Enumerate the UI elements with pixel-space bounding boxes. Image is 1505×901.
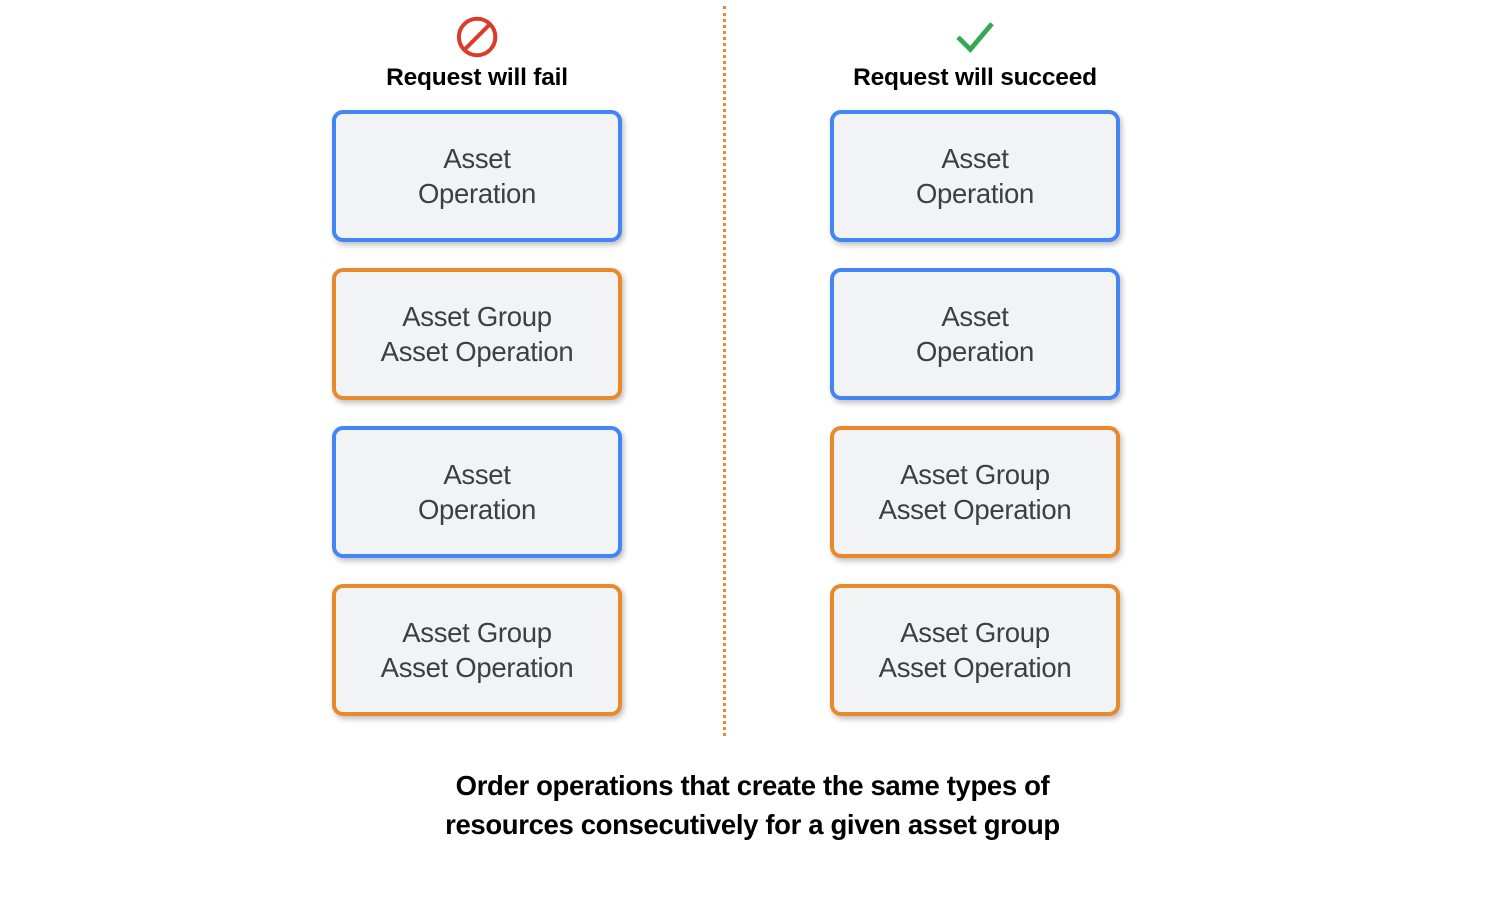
column-header-label-succeed: Request will succeed	[853, 64, 1097, 91]
column-header-succeed: Request will succeed	[853, 14, 1097, 91]
card-label: Asset Operation	[915, 142, 1035, 209]
card-stack-fail: Asset Operation Asset Group Asset Operat…	[332, 110, 622, 716]
card-asset-group-asset-operation[interactable]: Asset Group Asset Operation	[830, 426, 1120, 558]
card-label: Asset Operation	[915, 300, 1035, 367]
diagram-caption: Order operations that create the same ty…	[445, 770, 1060, 841]
card-label: Asset Group Asset Operation	[380, 616, 574, 683]
card-asset-operation[interactable]: Asset Operation	[830, 268, 1120, 400]
card-asset-operation[interactable]: Asset Operation	[830, 110, 1120, 242]
prohibition-icon	[456, 16, 498, 58]
vertical-dotted-divider	[723, 6, 726, 736]
card-stack-succeed: Asset Operation Asset Operation Asset Gr…	[830, 110, 1120, 716]
card-label: Asset Group Asset Operation	[380, 300, 574, 367]
card-label: Asset Operation	[417, 142, 537, 209]
column-header-label-fail: Request will fail	[386, 64, 568, 91]
card-asset-group-asset-operation[interactable]: Asset Group Asset Operation	[332, 268, 622, 400]
card-label: Asset Operation	[417, 458, 537, 525]
card-asset-operation[interactable]: Asset Operation	[332, 426, 622, 558]
checkmark-icon	[956, 22, 994, 54]
column-header-fail: Request will fail	[386, 14, 568, 91]
card-label: Asset Group Asset Operation	[878, 458, 1072, 525]
card-asset-group-asset-operation[interactable]: Asset Group Asset Operation	[830, 584, 1120, 716]
card-asset-group-asset-operation[interactable]: Asset Group Asset Operation	[332, 584, 622, 716]
card-asset-operation[interactable]: Asset Operation	[332, 110, 622, 242]
card-label: Asset Group Asset Operation	[878, 616, 1072, 683]
